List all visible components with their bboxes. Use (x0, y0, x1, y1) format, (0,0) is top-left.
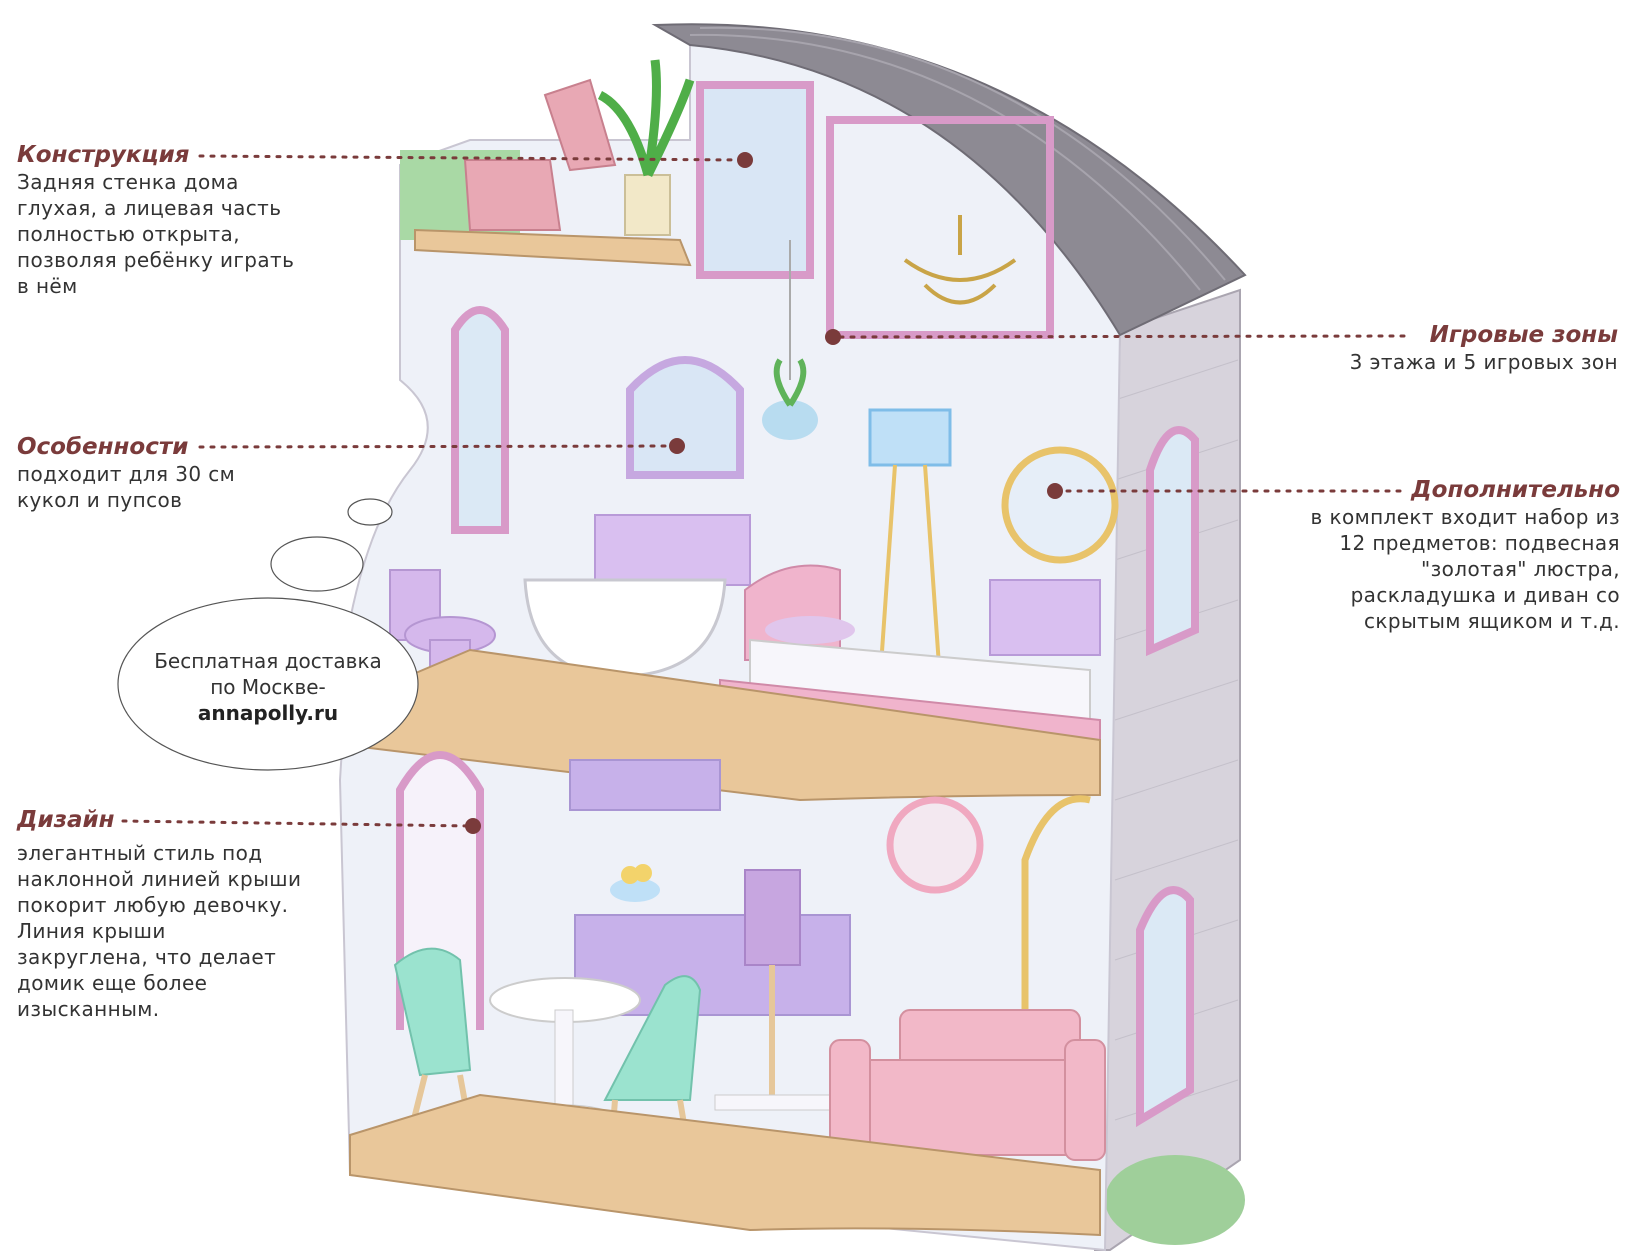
callout-design-title: Дизайн (17, 807, 115, 833)
promo-site-link[interactable]: annapolly.ru (197, 701, 339, 725)
kitchen-cabinets-top (569, 759, 721, 811)
callout-extra-title: Дополнительно (1411, 477, 1620, 503)
upper-room-frame (826, 116, 1054, 339)
round-window (886, 796, 984, 894)
bubble-small (347, 498, 393, 526)
middle-floor (338, 648, 1101, 802)
bathroom-vanity (594, 514, 751, 586)
callout-lines (121, 154, 1406, 828)
bush-side (1105, 1155, 1245, 1245)
callout-features-title: Особенности (17, 434, 189, 460)
chandelier (903, 215, 1017, 305)
promo-line2: по Москве- (210, 675, 326, 699)
bathroom-mirror (626, 356, 744, 479)
callout-features-text: подходит для 30 см кукол и пупсов (17, 462, 236, 512)
callout-construction-title: Конструкция (17, 142, 190, 168)
callout-play-zones: Игровые зоны 3 этажа и 5 игровых зон (1300, 321, 1618, 375)
callout-extra-text: в комплект входит набор из 12 предметов:… (1310, 505, 1620, 633)
bubble-medium (270, 536, 364, 592)
hanging-plant (762, 240, 818, 440)
callout-play-zones-text: 3 этажа и 5 игровых зон (1349, 350, 1618, 374)
callout-design-text: элегантный стиль под наклонной линией кр… (17, 841, 302, 1021)
promo-line1: Бесплатная доставка (154, 649, 382, 673)
fruit-bowl (610, 878, 660, 902)
dresser (989, 579, 1101, 656)
callout-construction: Конструкция Задняя стенка дома глухая, а… (17, 141, 297, 299)
lounge-chair (463, 78, 617, 231)
potted-plant-top (597, 59, 695, 236)
callout-design: Дизайн элегантный стиль под наклонной ли… (17, 806, 302, 1022)
ground-floor (349, 1093, 1101, 1237)
callout-dots (465, 152, 1063, 834)
bubble-large (117, 597, 419, 771)
floor-lamp-lower (714, 869, 831, 1111)
callout-extra: Дополнительно в комплект входит набор из… (1290, 476, 1620, 634)
roof-lines (689, 26, 1226, 291)
top-shelf (414, 228, 692, 267)
delivery-promo: Бесплатная доставка по Москве- annapolly… (118, 598, 418, 770)
sofa (829, 1009, 1106, 1161)
side-window-top (1146, 426, 1199, 657)
round-mirror (1001, 446, 1119, 564)
callout-construction-text: Задняя стенка дома глухая, а лицевая час… (17, 170, 295, 298)
upper-window (696, 81, 814, 279)
callout-features: Особенности подходит для 30 см кукол и п… (17, 433, 267, 513)
floor-lamp-upper (868, 408, 952, 681)
left-window (451, 306, 509, 534)
stair-arch (1021, 795, 1091, 1050)
side-window-bottom (1136, 886, 1194, 1128)
callout-play-zones-title: Игровые зоны (1429, 322, 1618, 348)
